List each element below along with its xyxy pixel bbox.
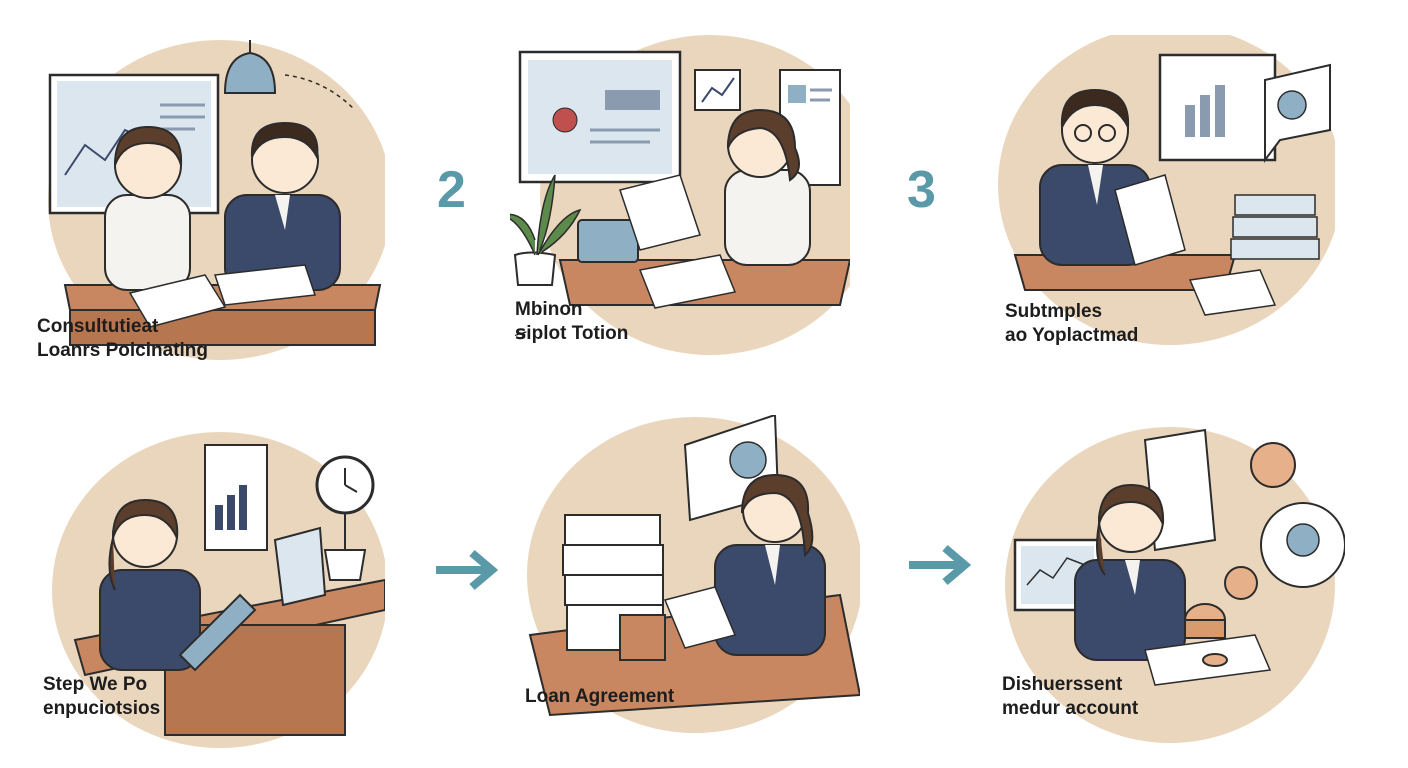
lamp-icon bbox=[223, 40, 277, 94]
step-1-subtitle: Loanrs Poicinating bbox=[37, 340, 209, 361]
step-4-illustration bbox=[52, 432, 385, 748]
step-panel-1: Consultutieat Loanrs Poicinating bbox=[37, 35, 385, 365]
step-6-illustration bbox=[1005, 427, 1345, 743]
step-panel-2: Mbinon ꞩiplot Totion bbox=[510, 30, 850, 360]
step-2-caption: Mbinon ꞩiplot Totion bbox=[515, 298, 628, 346]
paper-stack-icon bbox=[562, 514, 666, 661]
coin-icon bbox=[1184, 566, 1258, 667]
step-3-illustration bbox=[998, 35, 1335, 345]
step-2-title: Mbinon bbox=[515, 299, 583, 320]
monitor-icon bbox=[518, 50, 682, 184]
step-6-title: Dishuerssent bbox=[1002, 674, 1123, 695]
step-4-title: Step We Po bbox=[43, 674, 148, 695]
laptop-icon bbox=[178, 593, 257, 672]
speech-bubble-icon bbox=[1250, 442, 1345, 588]
step-5-caption: Loan Agreement bbox=[525, 685, 674, 709]
step-2-illustration bbox=[510, 35, 850, 355]
step-panel-5: Loan Agreement bbox=[520, 415, 860, 745]
document-stack-icon bbox=[1188, 194, 1320, 316]
phone-icon bbox=[577, 219, 639, 263]
step-6-subtitle: medur account bbox=[1002, 698, 1139, 719]
pie-chart-icon bbox=[1264, 63, 1331, 163]
step-1-title: Consultutieat bbox=[37, 316, 159, 337]
step-panel-6: Dishuerssent medur account bbox=[1002, 420, 1345, 750]
plant-icon bbox=[510, 174, 582, 286]
step-3-caption: Subtmples ao Yoplactmad bbox=[1005, 300, 1138, 348]
clock-icon bbox=[315, 455, 375, 581]
step-5-illustration bbox=[527, 415, 860, 733]
chart-icon bbox=[204, 444, 268, 551]
chart-icon bbox=[1158, 53, 1277, 162]
step-1-illustration bbox=[48, 40, 385, 360]
step-4-subtitle: enpuciotsios bbox=[43, 698, 161, 719]
step-4-caption: Step We Po enpuciotsios bbox=[43, 673, 160, 721]
arrow-right-icon bbox=[436, 549, 499, 591]
connector-step-3: 3 bbox=[907, 161, 936, 219]
step-3-subtitle: ao Yoplactmad bbox=[1005, 325, 1139, 346]
connector-step-2: 2 bbox=[437, 161, 466, 219]
document-icon bbox=[663, 586, 737, 649]
step-6-caption: Dishuerssent medur account bbox=[1002, 673, 1138, 721]
step-2-subtitle: ꞩiplot Totion bbox=[515, 323, 629, 344]
document-icon bbox=[619, 174, 737, 309]
step-5-title: Loan Agreement bbox=[525, 686, 675, 707]
step-1-caption: Consultutieat Loanrs Poicinating bbox=[37, 315, 208, 363]
step-3-title: Subtmples bbox=[1005, 301, 1103, 322]
arrow-right-icon bbox=[909, 544, 972, 586]
document-icon bbox=[128, 264, 317, 328]
step-panel-3: Subtmples ao Yoplactmad bbox=[995, 35, 1335, 365]
step-panel-4: Step We Po enpuciotsios bbox=[43, 420, 385, 750]
